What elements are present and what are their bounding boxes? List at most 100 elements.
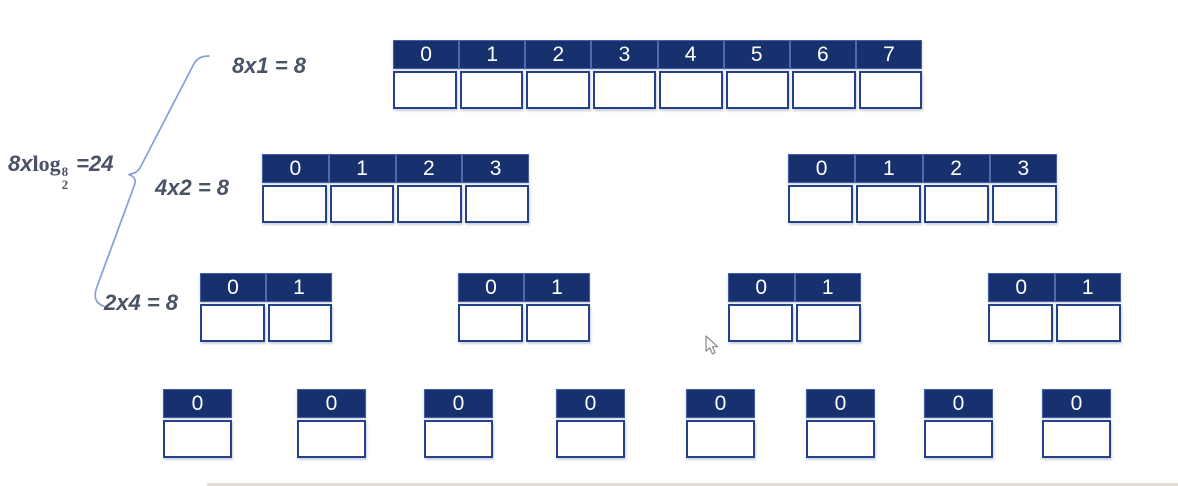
array-header-cell: 1 xyxy=(458,41,524,68)
array-body-row xyxy=(297,420,366,458)
array-header-row: 0 xyxy=(1042,389,1111,418)
level-label-2: 2x4 = 8 xyxy=(104,290,179,315)
array-header-cell: 0 xyxy=(714,391,727,415)
array-cell xyxy=(924,185,989,223)
array-table: 0 xyxy=(297,389,366,458)
array-table: 0 xyxy=(806,389,875,458)
array-body-row xyxy=(1042,420,1111,458)
array-cell xyxy=(458,304,523,342)
array-header-cell: 1 xyxy=(327,155,395,182)
array-header-row: 0 xyxy=(297,389,366,418)
array-header-cell: 4 xyxy=(656,41,723,68)
array-header-cell: 1 xyxy=(265,274,331,301)
mouse-cursor-icon xyxy=(705,335,719,355)
array-header-cell: 0 xyxy=(834,391,847,415)
array-cell xyxy=(424,420,493,458)
array-table: 0 xyxy=(424,389,493,458)
array-header-cell: 0 xyxy=(755,275,768,299)
array-header-cell: 0 xyxy=(191,391,204,415)
array-cell xyxy=(856,185,921,223)
array-cell xyxy=(525,304,590,342)
array-cell xyxy=(924,420,993,458)
array-header-cell: 0 xyxy=(584,391,597,415)
array-cell xyxy=(459,71,523,109)
array-body-row xyxy=(458,304,590,342)
array-header-row: 0 xyxy=(556,389,625,418)
formula-superscript: 8 xyxy=(61,163,69,179)
array-body-row xyxy=(924,420,993,458)
array-header-cell: 1 xyxy=(1053,274,1121,301)
array-header-cell: 2 xyxy=(394,155,462,182)
array-header-cell: 3 xyxy=(590,41,656,68)
array-cell xyxy=(526,71,590,109)
array-body-row xyxy=(424,420,493,458)
array-body-row xyxy=(262,185,529,223)
array-header-row: 0 xyxy=(806,389,875,418)
array-cell xyxy=(792,71,856,109)
level-label-0: 8x1 = 8 xyxy=(232,53,307,78)
array-header-cell: 6 xyxy=(788,41,855,68)
array-header-cell: 3 xyxy=(461,155,528,182)
array-cell xyxy=(556,420,625,458)
array-header-cell: 2 xyxy=(921,155,989,182)
array-cell xyxy=(329,185,394,223)
array-cell xyxy=(788,185,853,223)
array-header-cell: 0 xyxy=(289,156,302,180)
array-body-row xyxy=(393,71,922,109)
formula-log-text: log xyxy=(32,151,61,176)
array-cell xyxy=(267,304,332,342)
array-body-row xyxy=(163,420,232,458)
array-body-row xyxy=(788,185,1057,223)
array-body-row xyxy=(728,304,861,342)
array-cell xyxy=(988,304,1053,342)
array-table: 0 xyxy=(556,389,625,458)
array-cell xyxy=(592,71,656,109)
array-cell xyxy=(806,420,875,458)
array-header-row: 0 xyxy=(163,389,232,418)
array-header-cell: 0 xyxy=(227,275,239,299)
array-cell xyxy=(858,71,922,109)
array-body-row xyxy=(686,420,755,458)
array-cell xyxy=(1056,304,1121,342)
array-header-row: 0 xyxy=(424,389,493,418)
array-header-cell: 1 xyxy=(793,274,861,301)
formula-subscript: 2 xyxy=(61,176,69,192)
array-header-cell: 0 xyxy=(815,156,828,180)
bottom-edge-strip xyxy=(207,483,1178,486)
array-body-row xyxy=(200,304,332,342)
array-cell xyxy=(992,185,1057,223)
array-table: 0 xyxy=(924,389,993,458)
array-cell xyxy=(1042,420,1111,458)
array-cell xyxy=(796,304,861,342)
array-header-cell: 0 xyxy=(1070,391,1083,415)
array-cell xyxy=(686,420,755,458)
array-table: 0 xyxy=(686,389,755,458)
array-body-row xyxy=(988,304,1121,342)
array-cell xyxy=(464,185,529,223)
array-header-row: 0 xyxy=(686,389,755,418)
array-cell xyxy=(397,185,462,223)
array-cell xyxy=(297,420,366,458)
array-header-row: 0 xyxy=(924,389,993,418)
array-header-cell: 3 xyxy=(988,155,1056,182)
array-header-cell: 0 xyxy=(952,391,965,415)
array-header-cell: 0 xyxy=(485,275,497,299)
array-header-cell: 7 xyxy=(854,41,921,68)
array-header-cell: 0 xyxy=(452,391,465,415)
array-cell xyxy=(163,420,232,458)
array-header-cell: 2 xyxy=(524,41,590,68)
